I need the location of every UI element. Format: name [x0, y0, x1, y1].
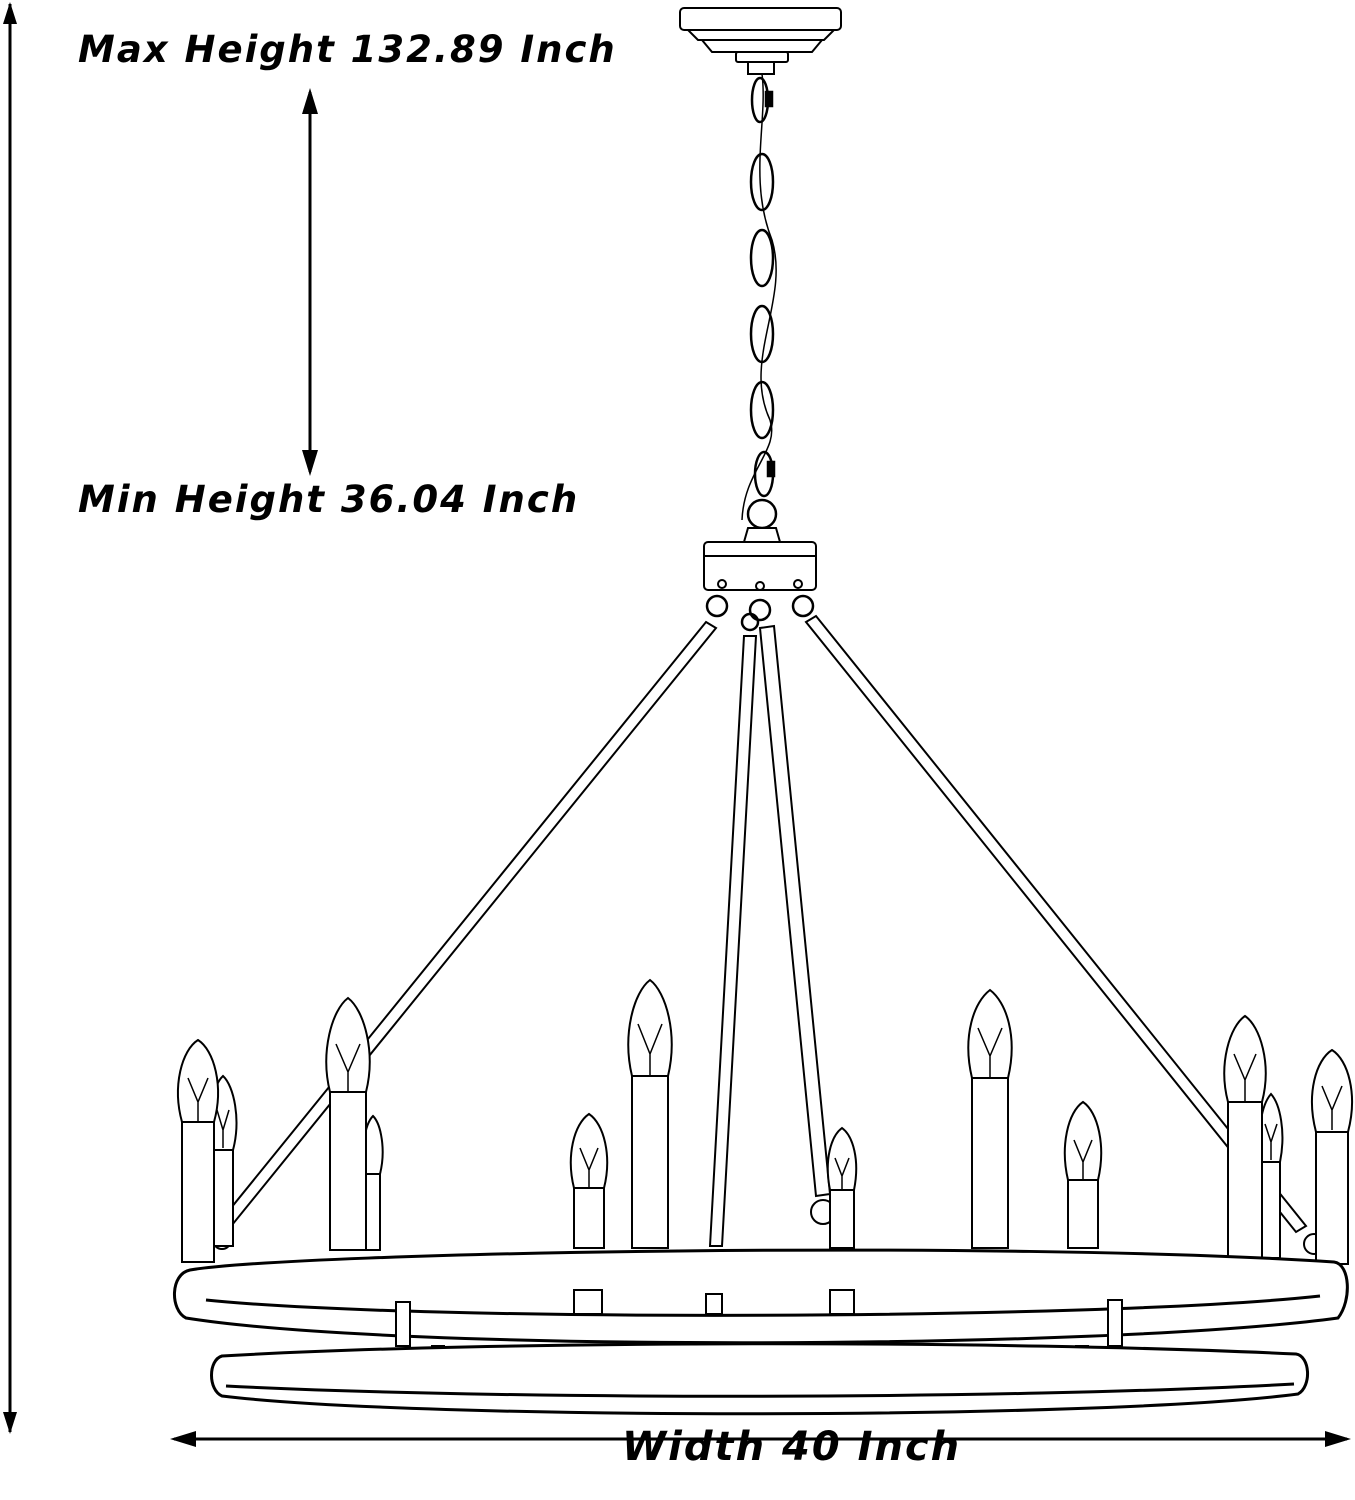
upper-ring	[173, 1248, 1349, 1345]
candle-front-3	[627, 978, 673, 1249]
ceiling-canopy	[679, 7, 842, 75]
candle-front-6	[1311, 1048, 1353, 1265]
adjustable-height-arrow	[302, 88, 318, 476]
candle-front-5	[1223, 1014, 1267, 1259]
candle-back-left-1	[208, 1074, 238, 1247]
width-label: Width 40 Inch	[622, 1424, 962, 1470]
center-hub	[703, 527, 817, 591]
min-height-label: Min Height 36.04 Inch	[78, 478, 580, 521]
candle-front-2	[325, 996, 371, 1251]
candles	[177, 978, 1353, 1265]
overall-height-arrow	[3, 2, 17, 1434]
hanging-chain	[741, 73, 778, 530]
width-arrow	[170, 1431, 1351, 1447]
max-height-label: Max Height 132.89 Inch	[78, 28, 617, 71]
lower-ring	[210, 1342, 1309, 1416]
candle-back-right-1	[1063, 1100, 1103, 1249]
candle-back-center-right	[826, 1126, 858, 1249]
candle-front-1	[177, 1038, 219, 1263]
candle-back-center-left	[569, 1112, 609, 1249]
candle-front-4	[967, 988, 1013, 1249]
hub-hooks	[705, 594, 815, 632]
candle-back-right-2	[1258, 1092, 1284, 1259]
